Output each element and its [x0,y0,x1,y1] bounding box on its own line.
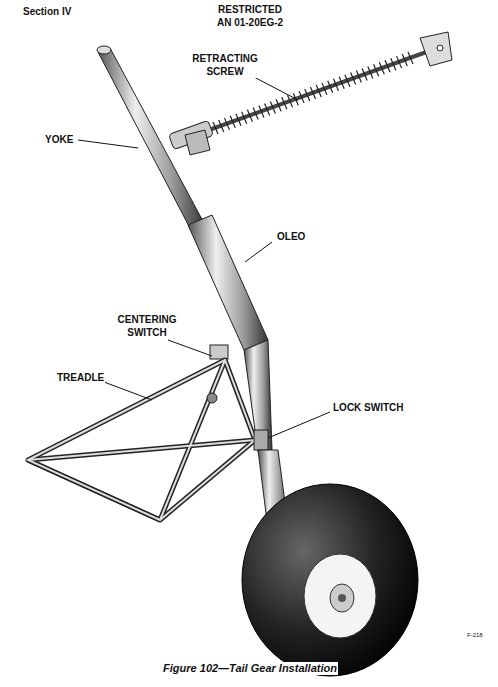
lock-switch [254,430,268,450]
part-label: LOCK SWITCH [332,401,405,414]
classification-mark: RESTRICTED [217,3,283,16]
part-label: TREADLE [56,371,105,384]
part-label: OLEO [276,230,306,243]
part-label: YOKE [44,133,74,146]
centering-switch [207,393,217,403]
figure-caption: Figure 102—Tail Gear Installation [162,662,338,675]
treadle [28,360,255,520]
tail-wheel [242,484,418,676]
section-heading: Section IV [22,5,72,18]
document-number: AN 01-20EG-2 [216,16,284,29]
leader-lines [78,76,330,438]
drawing-number: F-218 [466,629,484,642]
part-label: CENTERING SWITCH [108,313,186,339]
retracting-screw [169,32,452,150]
part-label: RETRACTING SCREW [184,52,266,78]
